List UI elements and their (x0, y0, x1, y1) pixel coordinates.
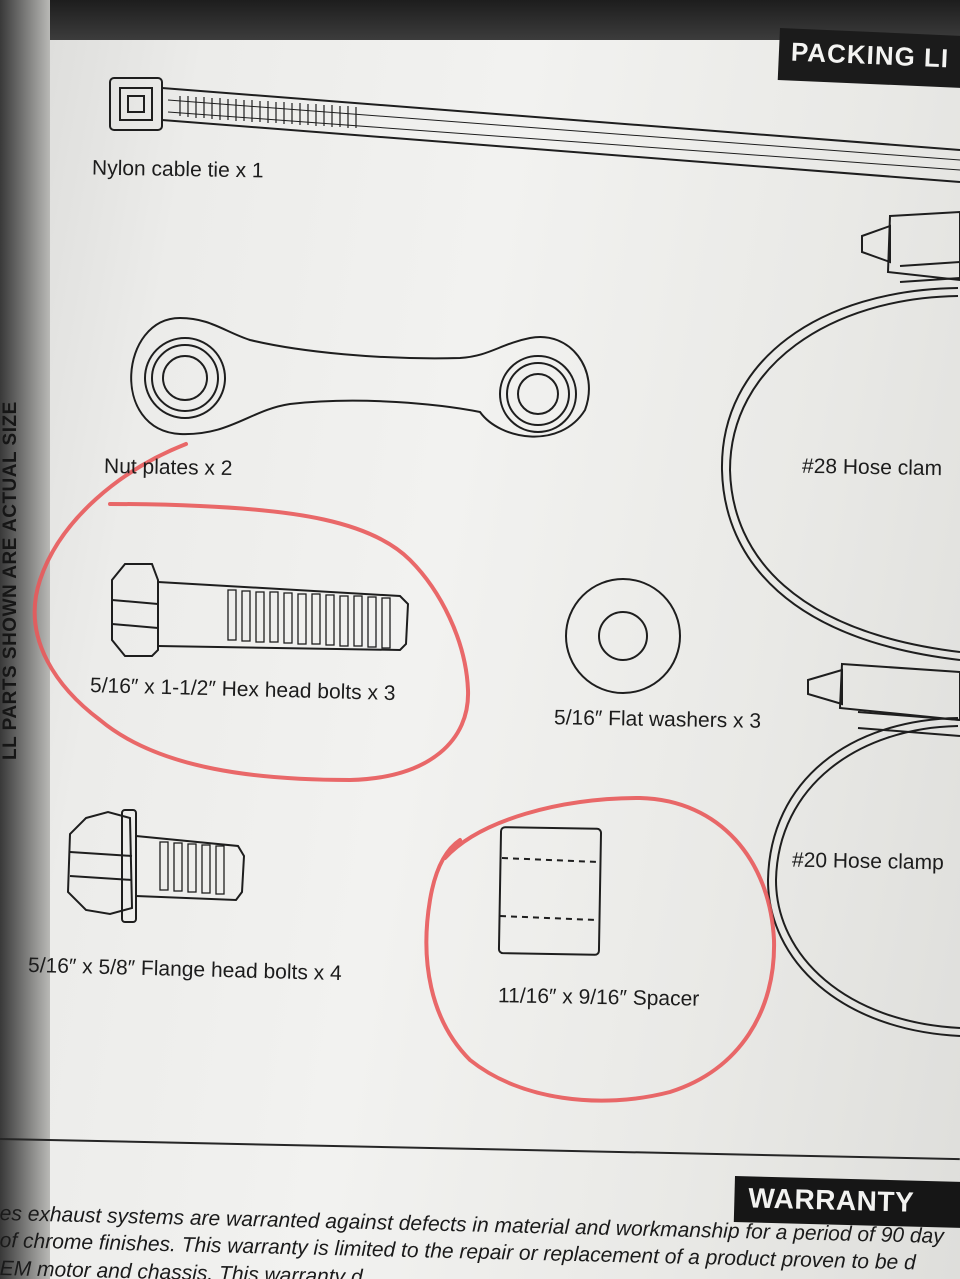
label-flat-washers: 5/16″ Flat washers x 3 (553, 706, 762, 733)
label-cable-tie: Nylon cable tie x 1 (91, 156, 264, 183)
highlight-marks (32, 442, 777, 1103)
highlight-circle-hex-bolts (32, 442, 471, 783)
label-nut-plates: Nut plates x 2 (103, 454, 233, 481)
label-spacer: 11/16″ x 9/16″ Spacer (497, 984, 700, 1011)
label-hose-clamp-20: #20 Hose clamp (791, 848, 944, 875)
highlight-circle-spacer (424, 795, 777, 1103)
spacer-illustration (497, 826, 603, 956)
hose-clamp-20-illustration (766, 662, 960, 1037)
label-hose-clamp-28: #28 Hose clam (801, 454, 943, 481)
cable-tie-illustration (109, 77, 960, 183)
nut-plate-illustration (130, 316, 590, 438)
hose-clamp-28-illustration (720, 210, 960, 661)
flat-washer-illustration (565, 578, 681, 694)
side-dark-band (0, 0, 50, 1279)
warranty-title: WARRANTY (748, 1182, 915, 1218)
hex-bolt-illustration (111, 563, 410, 657)
flange-bolt-illustration (66, 809, 246, 923)
